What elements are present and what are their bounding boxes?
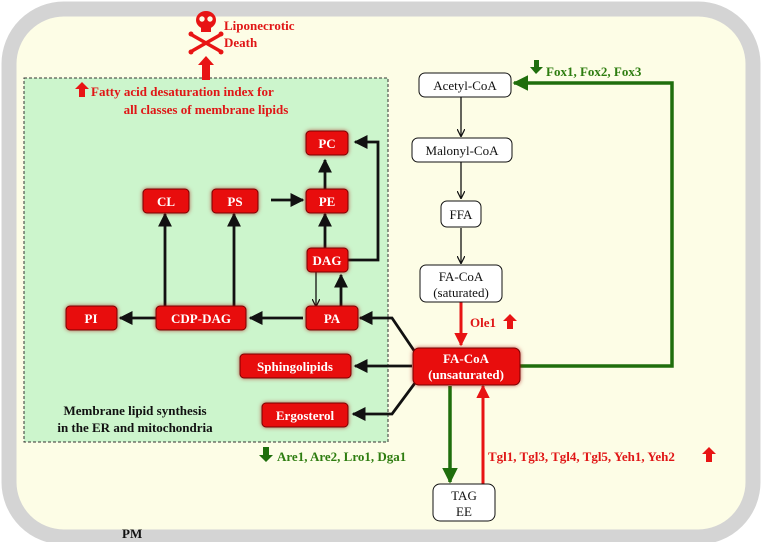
ee-label: EE	[456, 504, 472, 519]
fa-coa-unsaturated-label-2: (unsaturated)	[428, 367, 504, 382]
down-arrow-icon	[530, 60, 543, 74]
dag-label: DAG	[313, 253, 342, 268]
fa-coa-outflow-arrows	[351, 311, 417, 421]
cl-label: CL	[157, 194, 175, 209]
desaturation-label-line2: all classes of membrane lipids	[124, 102, 289, 117]
ffa-label: FFA	[450, 207, 473, 222]
pi-node: PI	[65, 305, 118, 331]
skull-crossbones-icon	[188, 11, 224, 55]
beta-oxidation-arrow	[512, 75, 674, 368]
up-arrow-icon	[503, 314, 517, 329]
up-arrow-icon	[702, 447, 716, 462]
desaturation-label-line1: Fatty acid desaturation index for	[91, 84, 274, 99]
dag-node: DAG	[306, 247, 349, 273]
pe-label: PE	[319, 194, 336, 209]
ergosterol-label: Ergosterol	[276, 408, 335, 423]
cdp-dag-node: CDP-DAG	[155, 305, 247, 331]
fa-coa-unsaturated-label-1: FA-CoA	[443, 351, 490, 366]
malonyl-coa-node: Malonyl-CoA	[411, 137, 513, 163]
cdp-dag-label: CDP-DAG	[171, 311, 231, 326]
pi-label: PI	[85, 311, 98, 326]
fa-coa-saturated-label-2: (saturated)	[433, 285, 489, 300]
ps-label: PS	[227, 194, 242, 209]
ergosterol-node: Ergosterol	[261, 402, 349, 428]
ole1-label: Ole1	[470, 315, 496, 330]
er-arrows	[118, 135, 380, 325]
fa-coa-unsaturated-node: FA-CoA (unsaturated)	[412, 347, 521, 386]
down-arrow-icon	[259, 447, 273, 462]
cl-node: CL	[142, 188, 190, 214]
sphingolipids-label: Sphingolipids	[257, 359, 333, 374]
pa-node: PA	[305, 305, 359, 331]
death-label-line2: Death	[224, 35, 258, 50]
up-arrow-icon	[198, 56, 214, 80]
acetyl-coa-node: Acetyl-CoA	[418, 72, 512, 98]
malonyl-coa-label: Malonyl-CoA	[426, 143, 500, 158]
pe-node: PE	[305, 188, 349, 214]
er-label-line1: Membrane lipid synthesis	[63, 403, 206, 418]
pm-label: PM	[122, 526, 142, 541]
fa-coa-saturated-label-1: FA-CoA	[439, 269, 484, 284]
death-label-line1: Liponecrotic	[224, 18, 295, 33]
sphingolipids-node: Sphingolipids	[239, 353, 352, 379]
ps-node: PS	[211, 188, 259, 214]
fox-label: Fox1, Fox2, Fox3	[546, 64, 642, 79]
tag-ee-node: TAG EE	[432, 483, 496, 522]
er-label-line2: in the ER and mitochondria	[57, 420, 213, 435]
fa-coa-saturated-node: FA-CoA (saturated)	[419, 264, 503, 303]
tgl-label: Tgl1, Tgl3, Tgl4, Tgl5, Yeh1, Yeh2	[488, 449, 675, 464]
pa-label: PA	[324, 311, 341, 326]
are-label: Are1, Are2, Lro1, Dga1	[277, 449, 406, 464]
up-arrow-icon	[75, 82, 89, 97]
pc-label: PC	[318, 136, 335, 151]
tag-label: TAG	[451, 488, 477, 503]
ffa-node: FFA	[440, 200, 482, 228]
pc-node: PC	[305, 130, 349, 156]
acetyl-coa-label: Acetyl-CoA	[433, 78, 497, 93]
